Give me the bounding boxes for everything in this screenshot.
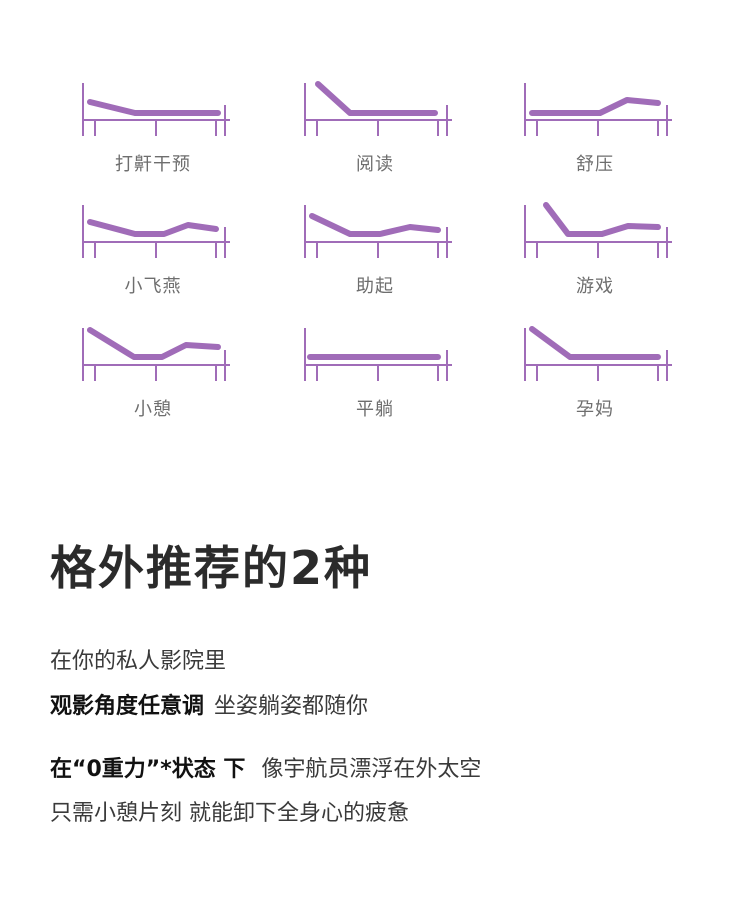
mode-snore-intervention: 打鼾干预 <box>78 78 248 188</box>
mode-flat: 平躺 <box>300 323 470 433</box>
bed-reading-icon <box>304 81 452 136</box>
mode-label: 平躺 <box>356 399 394 420</box>
mode-nap: 小憩 <box>78 323 248 433</box>
description-line-3: 在“0重力”*状态 下像宇航员漂浮在外太空 <box>50 751 481 783</box>
bed-snore-icon <box>82 83 230 136</box>
description-text: 只需小憩片刻 就能卸下全身心的疲惫 <box>50 801 409 826</box>
description-highlight: 观影角度任意调 <box>50 694 205 719</box>
bed-pregnancy-icon <box>524 326 672 381</box>
mode-gaming: 游戏 <box>520 200 690 310</box>
mode-label: 舒压 <box>576 154 614 175</box>
bed-swallow-icon <box>82 205 230 258</box>
bed-relax-icon <box>524 83 672 136</box>
description-line-4: 只需小憩片刻 就能卸下全身心的疲惫 <box>50 795 409 827</box>
description-text: 在你的私人影院里 <box>50 649 227 674</box>
description-line-1: 在你的私人影院里 <box>50 643 226 675</box>
mode-reading: 阅读 <box>300 78 470 188</box>
mode-swallow: 小飞燕 <box>78 200 248 310</box>
mode-label: 助起 <box>356 276 394 297</box>
description-text: 像宇航员漂浮在外太空 <box>261 757 482 782</box>
mode-label: 孕妈 <box>576 399 614 420</box>
mode-pregnancy: 孕妈 <box>520 323 690 433</box>
section-title: 格外推荐的2种 <box>50 541 373 595</box>
bed-nap-icon <box>82 327 230 381</box>
mode-label: 打鼾干预 <box>115 154 191 175</box>
mode-label: 小飞燕 <box>124 276 182 297</box>
description-text: 坐姿躺姿都随你 <box>214 694 369 719</box>
mode-assist-up: 助起 <box>300 200 470 310</box>
description-line-2: 观影角度任意调坐姿躺姿都随你 <box>50 688 368 720</box>
mode-label: 阅读 <box>356 154 394 175</box>
mode-relax: 舒压 <box>520 78 690 188</box>
bed-flat-icon <box>304 328 452 381</box>
mode-label: 小憩 <box>134 399 172 420</box>
bed-mode-grid: 打鼾干预 阅读 <box>0 0 750 440</box>
mode-label: 游戏 <box>576 276 614 297</box>
description-highlight: 在“0重力”*状态 下 <box>50 757 246 782</box>
bed-assist-icon <box>304 205 452 258</box>
bed-gaming-icon <box>524 202 672 258</box>
